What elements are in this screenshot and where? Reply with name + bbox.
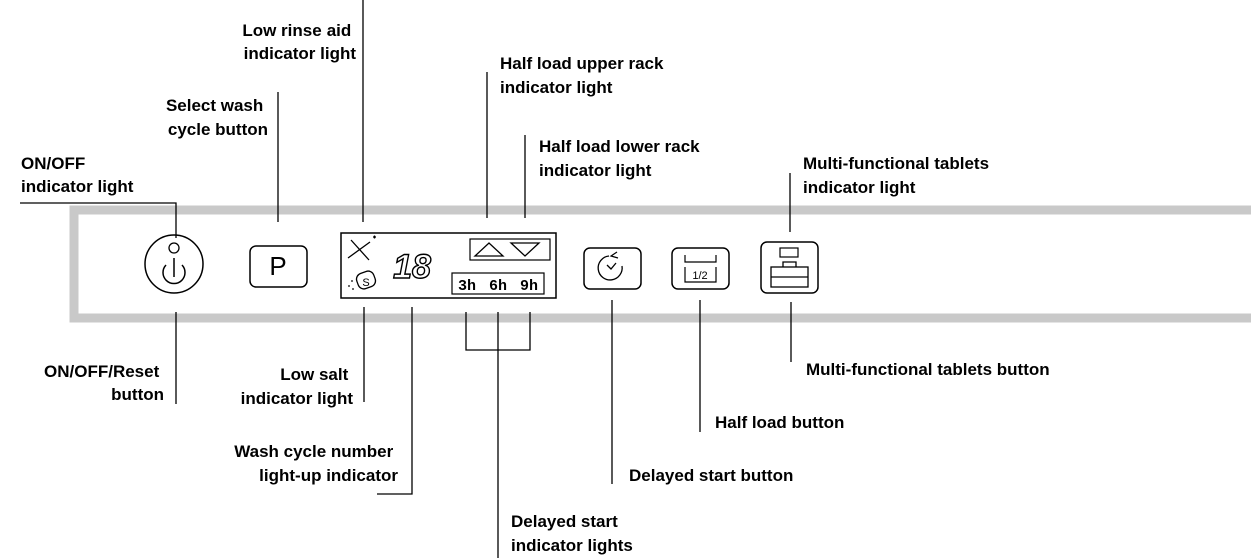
program-button-label: P [269,251,286,281]
label-delayed-start-lights: Delayed start indicator lights [511,512,633,555]
delayed-start-button[interactable] [583,247,642,290]
rinse-aid-star-icon [347,235,376,261]
label-on-off-reset: ON/OFF/Reset button [44,362,164,404]
salt-symbol-text: S [362,277,369,289]
label-half-load-button: Half load button [715,413,844,432]
label-half-load-upper: Half load upper rack indicator light [500,54,668,97]
multi-functional-tablets-button[interactable] [760,241,819,294]
timer-9h: 9h [520,278,538,295]
on-off-reset-button[interactable] [144,234,204,294]
label-multi-tablets-button: Multi-functional tablets button [806,360,1050,379]
label-multi-tablets-light: Multi-functional tablets indicator light [803,154,994,197]
power-icon [162,258,186,285]
wash-cycle-number-display: 18 [393,248,431,286]
salt-icon: S [348,270,377,290]
timer-6h: 6h [489,278,507,295]
clock-icon [597,251,623,281]
half-load-upper-rack-light [473,242,505,257]
leader-lines [20,0,792,558]
label-half-load-lower: Half load lower rack indicator light [539,137,704,180]
half-load-button[interactable]: 1/2 [671,247,730,290]
half-load-indicators [469,238,551,261]
label-on-off-indicator: ON/OFF indicator light [21,154,134,196]
callout-labels: ON/OFF indicator light Select wash cycle… [21,21,1050,555]
label-low-salt: Low salt indicator light [241,365,354,408]
label-wash-cycle-number: Wash cycle number light-up indicator [234,442,398,485]
select-wash-cycle-button[interactable]: P [249,245,308,288]
display-window: S 18 3h 6h 9h [340,232,557,299]
delayed-start-indicator-lights: 3h 6h 9h [451,272,545,295]
timer-3h: 3h [458,278,476,295]
half-load-lower-rack-light [509,242,541,257]
on-off-indicator-light [168,242,180,254]
half-load-icon: 1/2 [684,255,717,283]
control-panel-strip [69,205,1251,323]
half-load-symbol-text: 1/2 [692,270,707,282]
tablet-box-icon [770,261,809,288]
label-select-wash-cycle: Select wash cycle button [166,96,268,139]
label-delayed-start-button: Delayed start button [629,466,793,485]
multi-functional-tablets-light [779,247,799,258]
